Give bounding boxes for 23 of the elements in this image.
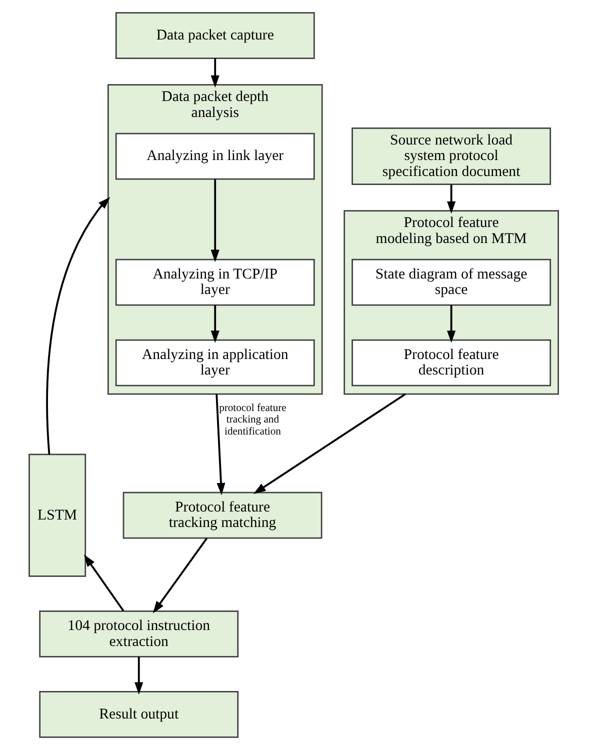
node-box: Protocol feature description [352, 339, 552, 386]
arrow [210, 305, 220, 343]
node-box: LSTM [28, 454, 86, 577]
node-box: Protocol feature tracking matching [122, 492, 322, 539]
node-box: Analyzing in link layer [115, 132, 315, 180]
node-box: Source network load system protocol specification document [352, 128, 552, 186]
arrow [152, 538, 208, 614]
arrow [134, 656, 144, 695]
node-box: Analyzing in application layer [115, 339, 315, 386]
edge-label: protocol feature tracking and identification [219, 403, 286, 438]
arrow [210, 58, 220, 88]
arrow [253, 393, 406, 494]
node-box: Analyzing in TCP/IP layer [115, 258, 315, 306]
arrow [447, 184, 456, 214]
node-box: Data packet capture [115, 12, 315, 59]
arrow [84, 554, 124, 612]
node-box: 104 protocol instruction extraction [39, 610, 239, 658]
arrow [216, 394, 226, 496]
node-box: State diagram of message space [352, 258, 552, 306]
arrow [46, 196, 110, 454]
node-box: Result output [39, 691, 239, 738]
arrow [447, 305, 456, 343]
arrow [210, 179, 220, 262]
